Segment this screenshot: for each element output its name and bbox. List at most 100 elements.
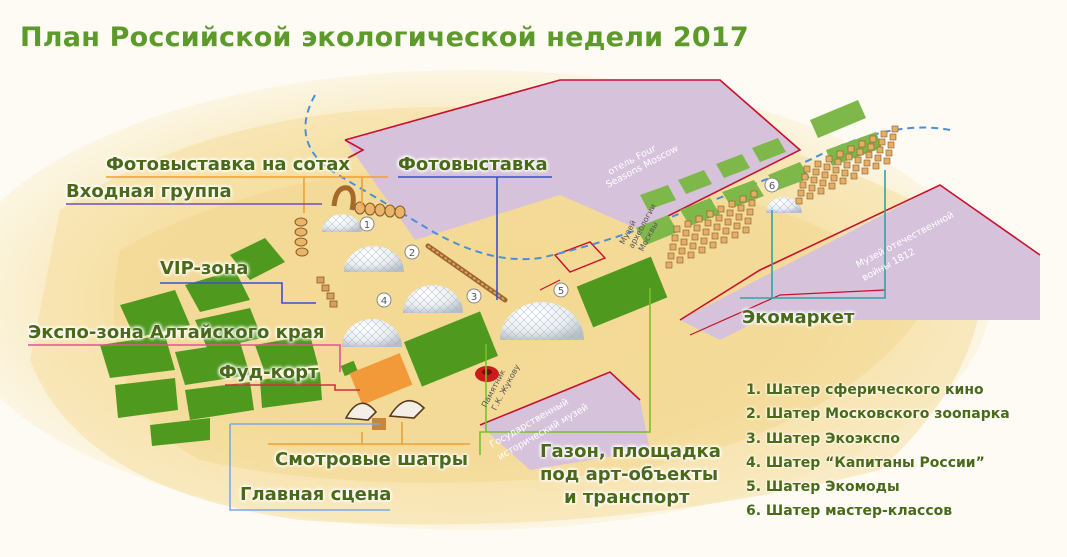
market-booth xyxy=(702,228,710,236)
legend-item-3: 3. Шатер Экоэкспо xyxy=(746,430,900,447)
market-booth xyxy=(689,242,697,250)
market-booth xyxy=(858,140,866,148)
tent-number-3: 3 xyxy=(471,292,477,303)
callout-food-court: Фуд-корт xyxy=(219,362,319,383)
market-booth xyxy=(885,149,893,157)
market-booth xyxy=(746,208,754,216)
market-booth xyxy=(891,125,899,133)
vip-posts xyxy=(316,276,338,308)
market-booth xyxy=(669,243,677,251)
tent-3 xyxy=(403,285,463,313)
tent-1 xyxy=(322,214,362,232)
market-booth xyxy=(704,219,712,227)
market-booth xyxy=(682,229,690,237)
market-booth xyxy=(810,176,818,184)
market-booth xyxy=(700,237,708,245)
market-booth xyxy=(739,195,747,203)
callout-honeycomb-exhibition: Фотовыставка на сотах xyxy=(106,154,351,175)
market-booth xyxy=(817,187,825,195)
tent-number-1: 1 xyxy=(364,220,370,231)
market-booth xyxy=(722,227,730,235)
callout-viewing-tents: Смотровые шатры xyxy=(275,449,468,470)
legend-item-6: 6. Шатер мастер-классов xyxy=(746,503,953,520)
tent-number-markers: 1 2 3 4 5 6 xyxy=(359,177,780,308)
market-booth xyxy=(808,184,816,192)
callout-vip-zone: VIP-зона xyxy=(160,258,249,279)
callout-entrance-group: Входная группа xyxy=(66,181,232,202)
market-booth xyxy=(680,238,688,246)
market-booth xyxy=(676,256,684,264)
market-booth xyxy=(861,167,869,175)
market-booth xyxy=(863,159,871,167)
legend-item-4: 4. Шатер “Капитаны России” xyxy=(746,454,985,471)
market-booth xyxy=(799,181,807,189)
tent-number-5: 5 xyxy=(558,286,564,297)
market-booth xyxy=(665,261,673,269)
market-booth xyxy=(673,225,681,233)
market-booth xyxy=(748,199,756,207)
market-booth xyxy=(887,141,895,149)
market-booth xyxy=(671,234,679,242)
market-booth xyxy=(795,197,803,205)
market-booth xyxy=(797,189,805,197)
lawn-parcels-right xyxy=(636,100,882,245)
tent-4 xyxy=(342,319,402,347)
market-booth xyxy=(828,182,836,190)
market-booth xyxy=(706,210,714,218)
market-booth xyxy=(834,158,842,166)
market-booth xyxy=(693,224,701,232)
market-booth xyxy=(806,192,814,200)
market-booth xyxy=(854,156,862,164)
callout-altai-expo: Экспо-зона Алтайского края xyxy=(28,322,325,343)
callout-main-stage: Главная сцена xyxy=(240,484,392,505)
market-booth xyxy=(839,177,847,185)
market-booth xyxy=(825,155,833,163)
honeycomb-exhibition xyxy=(294,201,406,257)
market-booth xyxy=(841,169,849,177)
market-booth xyxy=(709,241,717,249)
market-booth xyxy=(750,190,758,198)
market-booth xyxy=(731,231,739,239)
market-booth xyxy=(814,160,822,168)
market-booth xyxy=(832,166,840,174)
tent-2 xyxy=(344,246,404,272)
lawn-parcels xyxy=(100,238,322,446)
market-booth xyxy=(874,154,882,162)
market-booth xyxy=(856,148,864,156)
callout-ecomarket: Экомаркет xyxy=(742,307,855,328)
market-booth xyxy=(687,251,695,259)
market-booth xyxy=(878,138,886,146)
tent-5 xyxy=(500,302,584,340)
market-booth xyxy=(847,145,855,153)
market-booth xyxy=(830,174,838,182)
market-booth xyxy=(869,135,877,143)
market-booth xyxy=(801,173,809,181)
market-booth xyxy=(889,133,897,141)
market-booth xyxy=(812,168,820,176)
market-booth xyxy=(819,179,827,187)
market-booth xyxy=(691,233,699,241)
market-booth xyxy=(742,226,750,234)
market-booth xyxy=(845,153,853,161)
market-booth xyxy=(735,213,743,221)
market-booth xyxy=(867,143,875,151)
buildings xyxy=(344,79,1041,470)
callout-photo-exhibition: Фотовыставка xyxy=(398,154,548,175)
legend-item-2: 2. Шатер Московского зоопарка xyxy=(746,406,1010,423)
market-booth xyxy=(724,218,732,226)
market-booth xyxy=(726,209,734,217)
market-booth xyxy=(821,171,829,179)
entrance-arch xyxy=(331,185,356,211)
viewing-tents xyxy=(344,399,426,430)
market-booth xyxy=(883,157,891,165)
market-booth xyxy=(803,165,811,173)
callout-lawn-line-3: и транспорт xyxy=(564,487,690,508)
market-booth xyxy=(836,150,844,158)
market-booth xyxy=(713,223,721,231)
market-booth xyxy=(733,222,741,230)
market-booth xyxy=(684,220,692,228)
ecomarket-booths xyxy=(665,125,899,269)
tent-6 xyxy=(766,197,802,213)
